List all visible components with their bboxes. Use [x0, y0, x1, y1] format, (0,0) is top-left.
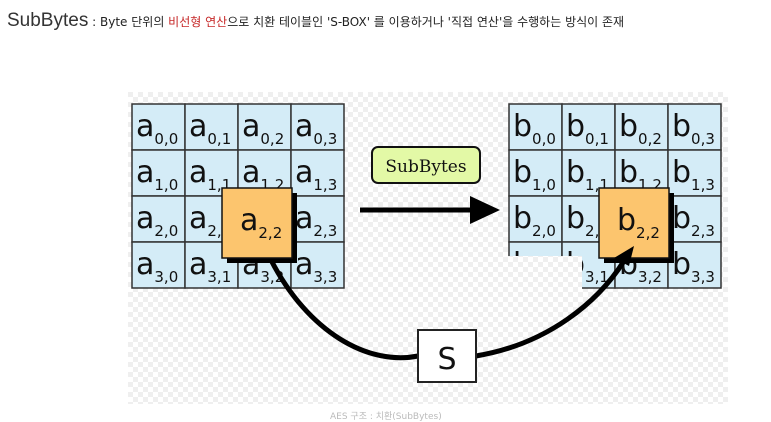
- curve-from-sbox: [475, 259, 627, 359]
- input-state-cell-label: a3,0: [136, 247, 178, 286]
- input-state-cell: [290, 195, 345, 243]
- output-state-cell-label: b1,0: [513, 155, 556, 194]
- output-state-cell-label: b0,2: [619, 109, 662, 148]
- arrow-label: SubBytes: [385, 157, 466, 177]
- input-state-highlight-label: a2,2: [240, 203, 282, 242]
- header-term: SubBytes: [7, 10, 89, 31]
- output-state-cell-label: b0,0: [513, 109, 556, 148]
- input-state-cell-label: a1,3: [295, 155, 337, 194]
- page-header: SubBytes : Byte 단위의 비선형 연산으로 치환 테이블인 'S-…: [7, 10, 767, 36]
- input-state-cell-label: a3,3: [295, 247, 337, 286]
- curve-to-sbox: [268, 258, 419, 361]
- sbox-box: [417, 329, 477, 383]
- curve-backdrop: [360, 256, 582, 326]
- output-state-cell: [667, 241, 722, 289]
- input-state-cell-label: a2,0: [136, 201, 178, 240]
- output-state-cell-label: b3,3: [672, 247, 715, 286]
- input-state-cell-label: a0,1: [189, 109, 231, 148]
- input-state-cell-label: a0,2: [242, 109, 284, 148]
- output-state-cell: [508, 195, 563, 243]
- transform-arrow-head: [470, 196, 500, 224]
- input-state-cell-label: a2,3: [295, 201, 337, 240]
- input-state-cell-label: a1,0: [136, 155, 178, 194]
- input-state-cell-label: a1,1: [189, 155, 231, 194]
- input-state-cell: [290, 241, 345, 289]
- output-state-cell-label: b0,3: [672, 109, 715, 148]
- sbox-label: S: [437, 342, 456, 377]
- input-state-cell-label: a0,3: [295, 109, 337, 148]
- output-state-cell-label: b2,0: [513, 201, 556, 240]
- output-state-cell-label: b2,3: [672, 201, 715, 240]
- input-state-cell-label: a3,1: [189, 247, 231, 286]
- input-state-cell: [131, 241, 186, 289]
- output-state-cell: [561, 103, 616, 151]
- output-state-cell: [667, 195, 722, 243]
- input-state-cell: [290, 149, 345, 197]
- input-state-cell-label: a0,0: [136, 109, 178, 148]
- input-state-cell: [184, 103, 239, 151]
- figure-caption: AES 구조 : 치환(SubBytes): [330, 412, 442, 422]
- header-rest: 으로 치환 테이블인 'S-BOX' 를 이용하거나 '직접 연산'을 수행하는…: [227, 15, 625, 29]
- output-state-cell-label: b1,3: [672, 155, 715, 194]
- output-state-cell-label: b0,1: [566, 109, 609, 148]
- output-state-cell: [667, 103, 722, 151]
- output-state-highlight-label: b2,2: [617, 203, 660, 242]
- arrow-label-box: [371, 146, 481, 184]
- input-state-cell: [131, 103, 186, 151]
- output-state-highlight-cell: [598, 187, 670, 259]
- header-highlight: 비선형 연산: [168, 15, 228, 29]
- input-state-highlight-cell: [221, 187, 293, 259]
- header-sep: : Byte 단위의: [88, 15, 169, 29]
- input-state-cell: [131, 195, 186, 243]
- curve-arrowhead: [614, 246, 634, 266]
